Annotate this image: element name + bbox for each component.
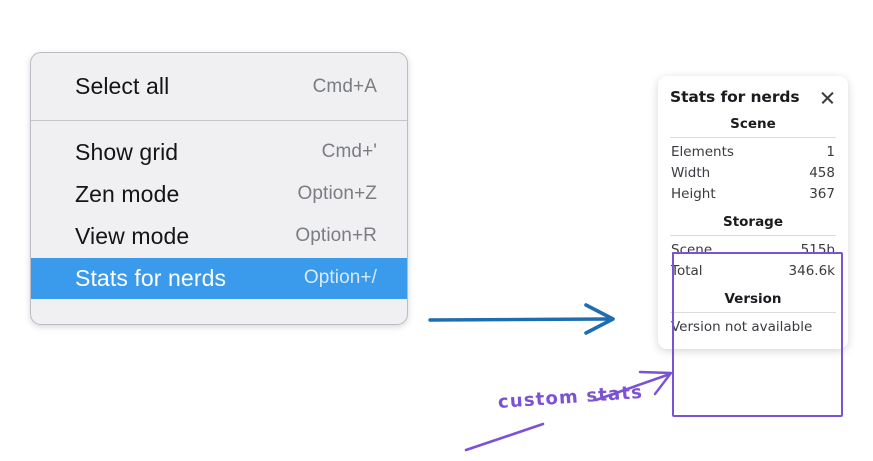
stat-key: Width xyxy=(671,164,711,181)
stat-row-storage-scene: Scene 515b xyxy=(669,239,837,260)
menu-divider xyxy=(31,119,407,121)
purple-underline-stroke xyxy=(464,422,545,452)
menu-item-shortcut: Option+/ xyxy=(303,267,377,289)
menu-item-shortcut: Cmd+' xyxy=(321,141,377,163)
menu-item-label: Show grid xyxy=(75,138,179,165)
section-rule xyxy=(670,312,836,313)
panel-header: Stats for nerds xyxy=(669,86,837,106)
section-heading-storage: Storage xyxy=(722,214,784,230)
blue-arrow-icon xyxy=(428,303,615,335)
stat-value: 346.6k xyxy=(788,262,835,279)
menu-item-label: Stats for nerds xyxy=(75,264,227,291)
menu-section-1: Select all Cmd+A xyxy=(31,53,407,120)
menu-item-shortcut: Cmd+A xyxy=(312,75,377,97)
stat-value: 367 xyxy=(809,185,835,202)
section-heading-scene: Scene xyxy=(730,116,776,132)
menu-item-select-all[interactable]: Select all Cmd+A xyxy=(31,66,407,108)
stat-key: Scene xyxy=(671,241,713,258)
stat-row-width: Width 458 xyxy=(669,162,837,183)
menu-item-shortcut: Option+R xyxy=(295,225,377,247)
menu-item-shortcut: Option+Z xyxy=(297,183,377,205)
canvas-context-menu[interactable]: Select all Cmd+A Show grid Cmd+' Zen mod… xyxy=(30,52,408,326)
close-icon[interactable] xyxy=(819,89,836,106)
menu-item-stats-for-nerds[interactable]: Stats for nerds Option+/ xyxy=(31,257,407,300)
menu-item-show-grid[interactable]: Show grid Cmd+' xyxy=(31,132,407,174)
stat-key: Height xyxy=(671,185,716,202)
stat-key: Total xyxy=(671,262,703,279)
stat-value: 458 xyxy=(809,164,835,181)
menu-item-label: Select all xyxy=(75,73,170,99)
section-rule xyxy=(670,137,836,138)
menu-item-label: View mode xyxy=(75,222,190,249)
stat-value: 1 xyxy=(826,143,835,160)
stat-row-elements: Elements 1 xyxy=(669,141,837,162)
section-rule xyxy=(670,235,836,236)
version-value: Version not available xyxy=(671,319,813,335)
annotation-label-custom-stats: custom stats xyxy=(497,381,644,413)
section-heading-version: Version xyxy=(724,291,782,307)
stat-value: 515b xyxy=(800,241,835,258)
panel-title: Stats for nerds xyxy=(670,88,800,106)
stat-row-height: Height 367 xyxy=(669,183,837,204)
stat-row-storage-total: Total 346.6k xyxy=(669,260,837,281)
menu-item-view-mode[interactable]: View mode Option+R xyxy=(31,216,407,258)
stats-for-nerds-panel: Stats for nerds Scene Elements 1 Width 4… xyxy=(658,76,848,349)
stat-key: Elements xyxy=(671,143,734,160)
menu-item-label: Zen mode xyxy=(75,180,180,207)
menu-item-zen-mode[interactable]: Zen mode Option+Z xyxy=(31,174,407,216)
menu-section-2: Show grid Cmd+' Zen mode Option+Z View m… xyxy=(31,121,407,311)
